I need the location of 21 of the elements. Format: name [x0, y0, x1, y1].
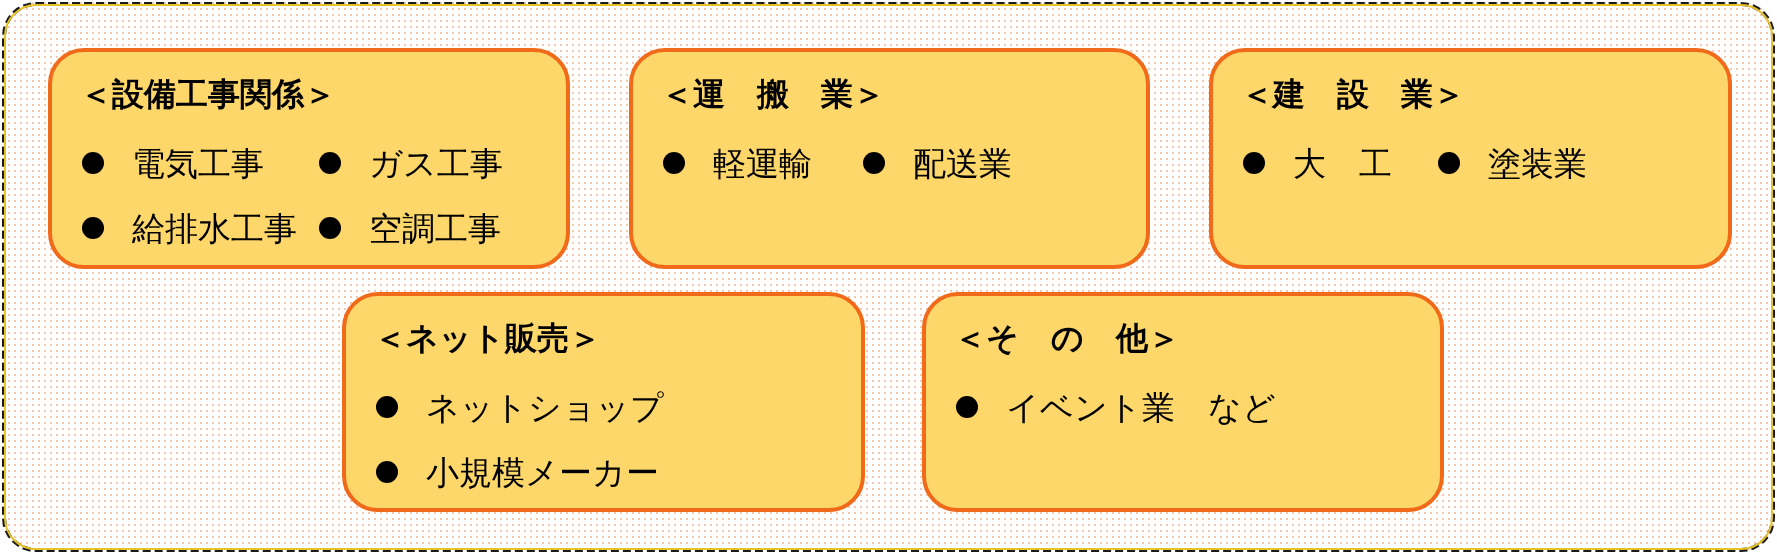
category-box — [922, 292, 1444, 512]
list-item: イベント業 など — [1006, 391, 1276, 424]
category-box — [1209, 48, 1732, 269]
list-item: 小規模メーカー — [426, 456, 659, 489]
list-item: 軽運輸 — [713, 147, 812, 180]
list-item: ガス工事 — [369, 147, 503, 180]
category-box — [629, 48, 1150, 269]
list-item: 配送業 — [913, 147, 1012, 180]
category-heading: ＜運 搬 業＞ — [661, 78, 885, 110]
list-item: 空調工事 — [369, 212, 501, 245]
list-item: 大 工 — [1293, 147, 1392, 180]
category-heading: ＜設備工事関係＞ — [80, 78, 336, 110]
category-heading: ＜建 設 業＞ — [1241, 78, 1465, 110]
list-item: 電気工事 — [132, 147, 264, 180]
category-box — [342, 292, 865, 512]
list-item: ネットショップ — [426, 391, 664, 424]
category-heading: ＜そ の 他＞ — [954, 322, 1180, 354]
list-item: 塗装業 — [1488, 147, 1587, 180]
category-box — [48, 48, 570, 269]
list-item: 給排水工事 — [132, 212, 297, 245]
category-heading: ＜ネット販売＞ — [374, 322, 601, 354]
